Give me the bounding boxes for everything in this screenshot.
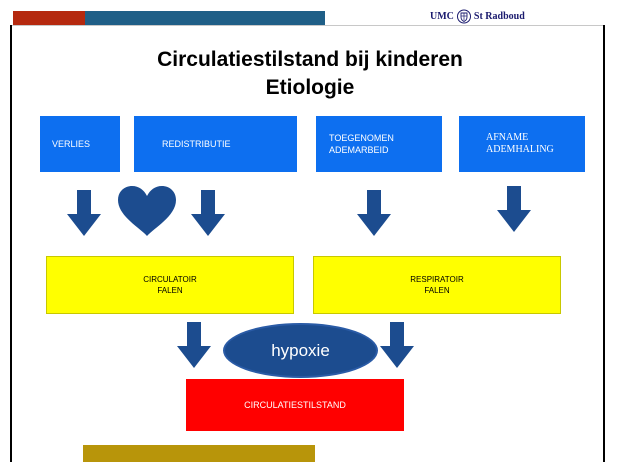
cause-box-afname-ademhaling: AFNAME ADEMHALING (459, 116, 585, 172)
cause-label-toegenomen-ademarbeid: TOEGENOMEN ADEMARBEID (329, 133, 394, 155)
slide-title: Circulatiestilstand bij kinderen Etiolog… (60, 46, 560, 102)
result-box-circulatiestilstand: CIRCULATIESTILSTAND (186, 379, 404, 431)
cause-box-toegenomen-ademarbeid: TOEGENOMEN ADEMARBEID (316, 116, 442, 172)
logo-text-radboud: St Radboud (473, 10, 525, 22)
down-arrow-icon (380, 322, 414, 368)
heart-icon (118, 186, 176, 236)
cause-label-verlies: VERLIES (52, 139, 91, 149)
down-arrow-icon (357, 190, 391, 236)
frame-top-line (10, 25, 605, 26)
logo-text-umc: UMC (430, 10, 454, 22)
result-label: CIRCULATIESTILSTAND (244, 400, 346, 410)
down-arrow-icon (67, 190, 101, 236)
failure-label-respiratoir: RESPIRATOIR FALEN (410, 275, 464, 295)
umc-logo: UMC St Radboud (430, 8, 600, 24)
cause-label-afname-ademhaling: AFNAME ADEMHALING (486, 132, 554, 155)
top-accent-blue-bar (85, 11, 325, 25)
down-arrow-icon (497, 186, 531, 232)
cause-label-redistributie: REDISTRIBUTIE (162, 139, 231, 149)
shield-crest-icon (456, 9, 471, 23)
down-arrow-icon (177, 322, 211, 368)
hypoxie-ellipse: hypoxie (223, 323, 378, 378)
cause-box-redistributie: REDISTRIBUTIE (134, 116, 297, 172)
frame-left-line (10, 25, 12, 462)
failure-box-respiratoir: RESPIRATOIR FALEN (313, 256, 561, 314)
title-line-1: Circulatiestilstand bij kinderen (157, 48, 463, 71)
top-accent-red-bar (13, 11, 85, 25)
failure-label-circulatoir: CIRCULATOIR FALEN (143, 275, 197, 295)
hypoxie-label: hypoxie (271, 340, 330, 360)
frame-right-line (603, 25, 605, 462)
cause-box-verlies: VERLIES (40, 116, 120, 172)
footer-gold-bar (83, 445, 315, 462)
title-line-2: Etiologie (265, 76, 355, 99)
down-arrow-icon (191, 190, 225, 236)
failure-box-circulatoir: CIRCULATOIR FALEN (46, 256, 294, 314)
